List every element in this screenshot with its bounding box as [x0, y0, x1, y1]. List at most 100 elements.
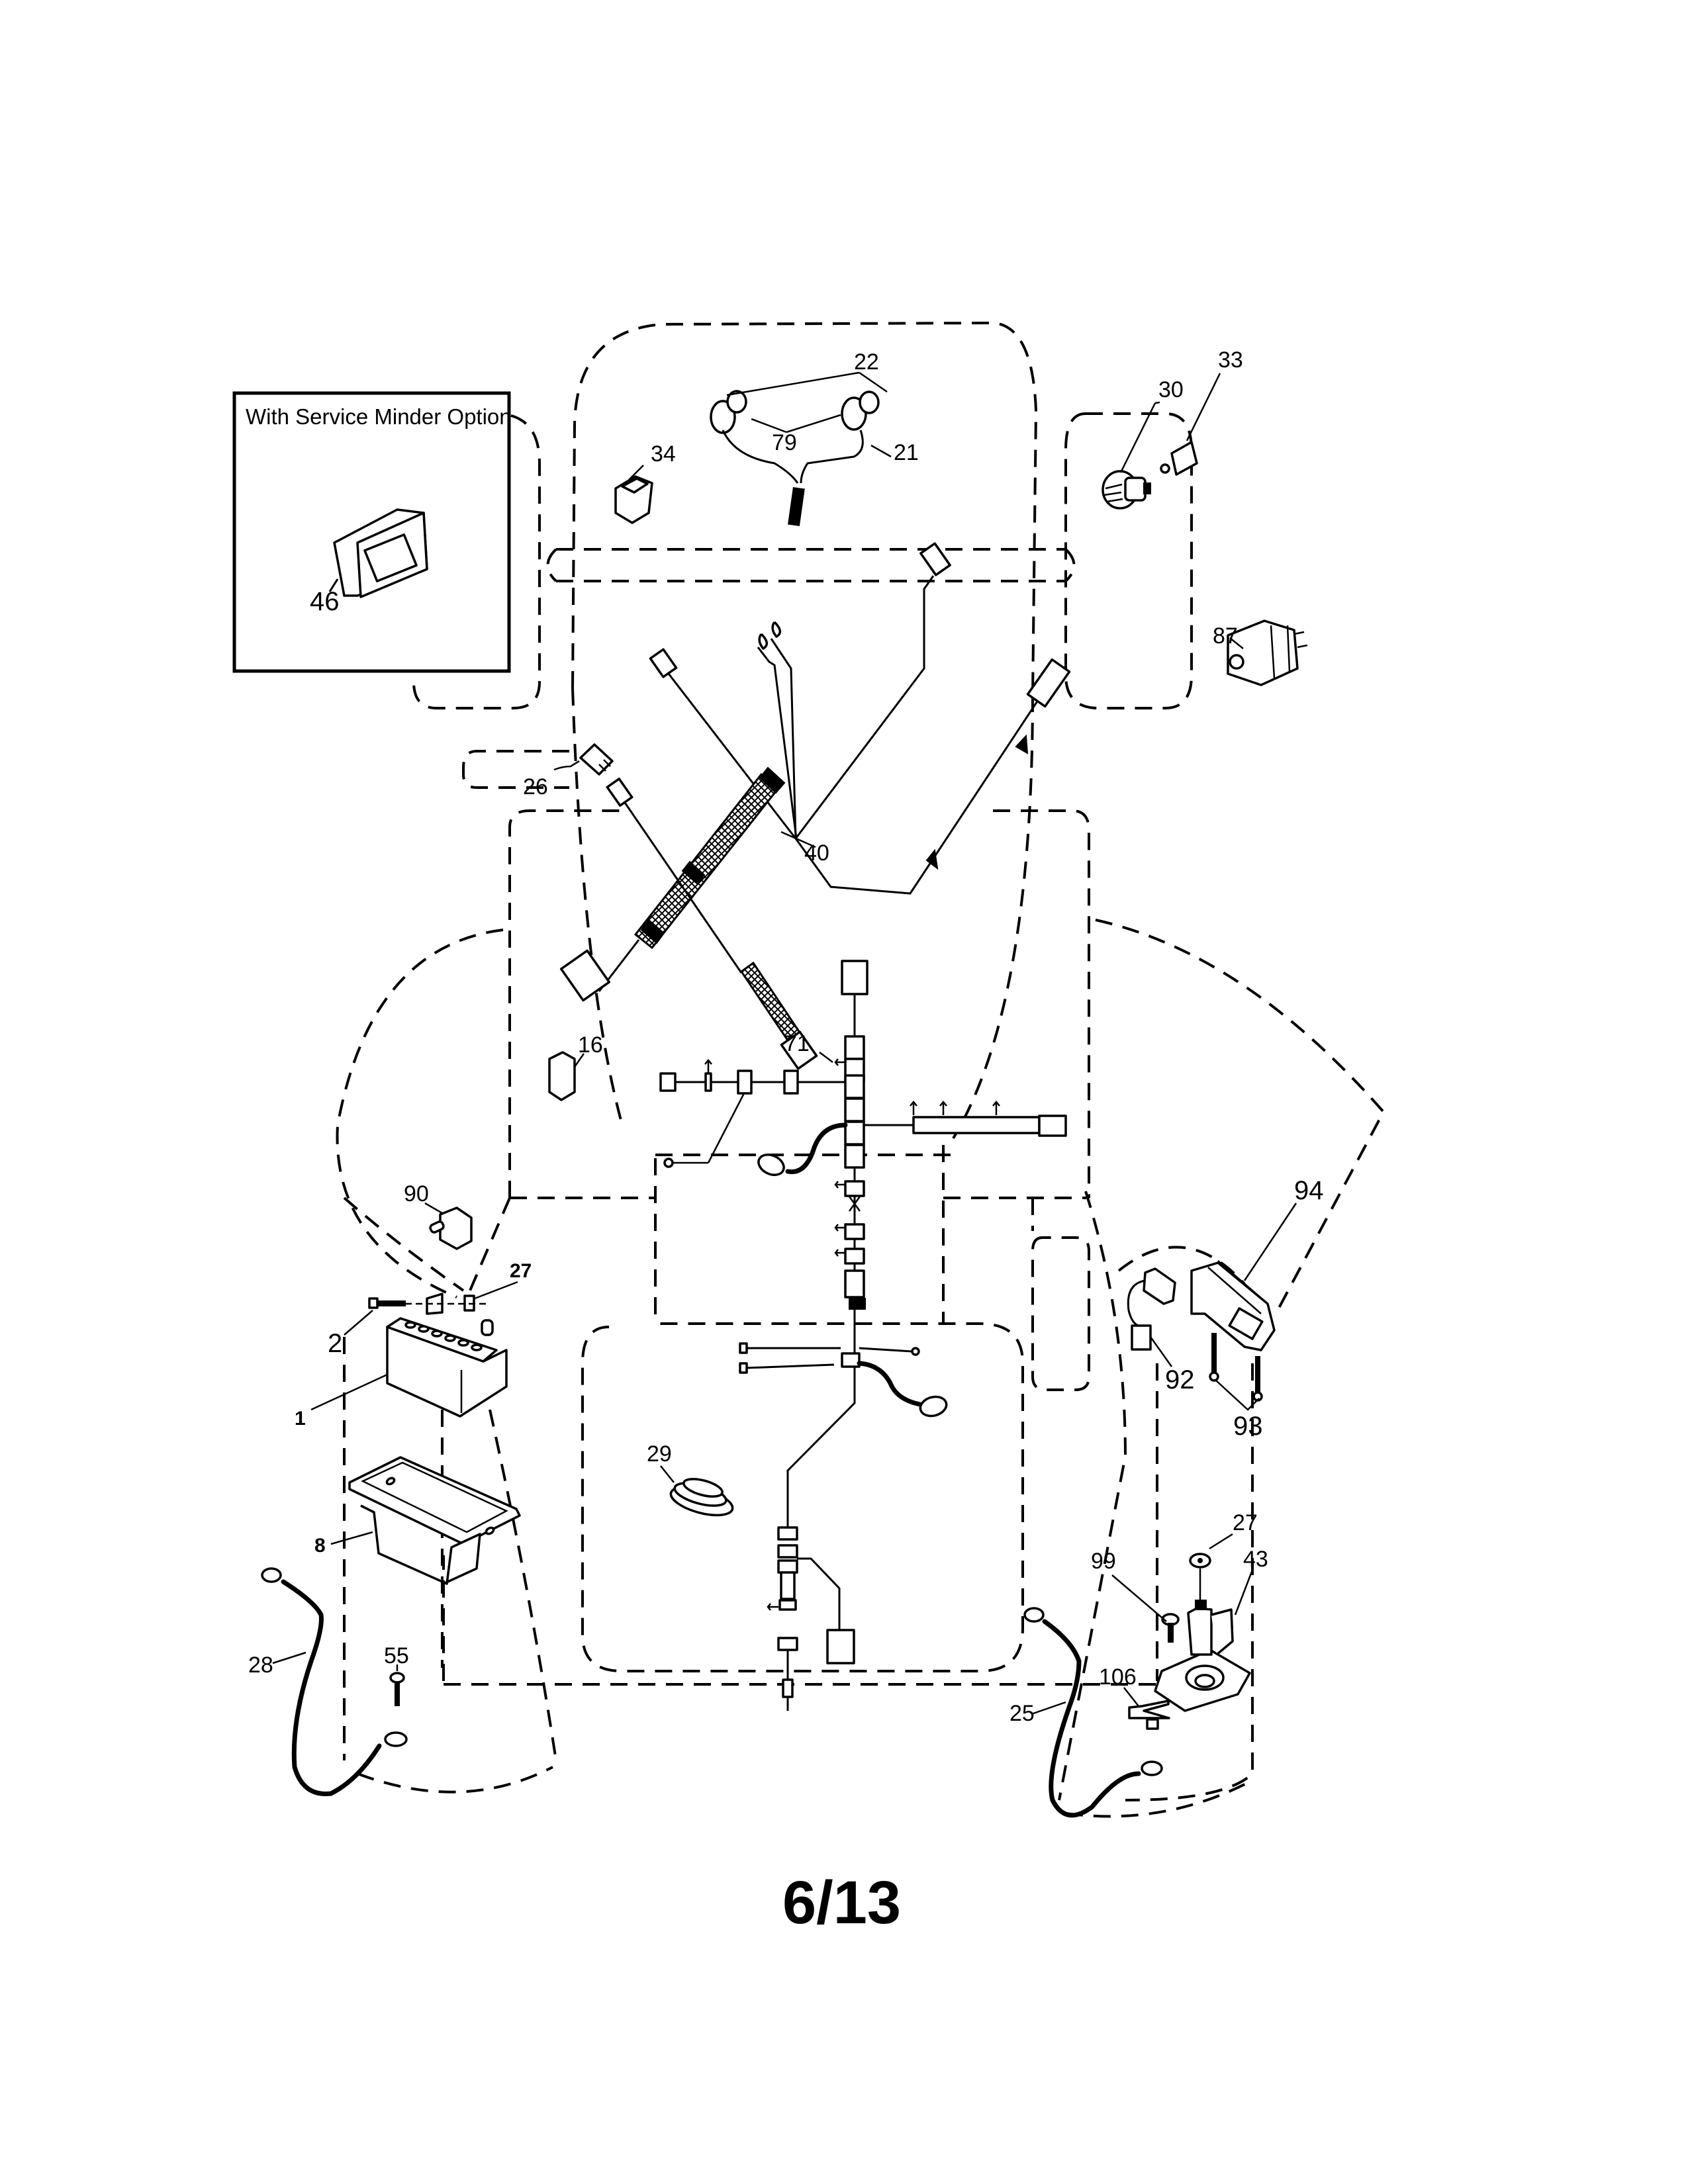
- arrow-clip-3: [834, 1224, 845, 1232]
- engine-harness-band: [849, 1298, 866, 1310]
- right-branch-sleeve: [912, 1116, 1041, 1134]
- leader-22a: [726, 371, 860, 396]
- ground-cable-group: 28 55: [248, 1567, 409, 1796]
- left-branch-sleeve-b: [783, 1069, 799, 1095]
- callout-46[interactable]: 46: [310, 587, 340, 616]
- ring-terminal-b: [758, 633, 768, 650]
- callout-25[interactable]: 25: [1009, 1701, 1035, 1726]
- seat-switch-icon: [429, 1206, 473, 1250]
- key-icon: [1160, 441, 1198, 476]
- callout-106[interactable]: 106: [1099, 1664, 1137, 1690]
- leader-106: [1123, 1687, 1139, 1707]
- grommet-icon: [669, 1478, 734, 1517]
- left-branch-end: [659, 1072, 677, 1092]
- leader-99: [1111, 1574, 1167, 1622]
- callout-2[interactable]: 2: [328, 1329, 342, 1358]
- lower-trunk-sleeves: [777, 1526, 798, 1651]
- right-branch-arrow-3: [992, 1101, 1000, 1115]
- battery-icon: [386, 1317, 508, 1418]
- dash-band-left-cap: [546, 548, 557, 582]
- callout-99[interactable]: 99: [1091, 1549, 1116, 1574]
- reverse-bracket-arc: [1117, 1246, 1246, 1285]
- relay-icon: [548, 1051, 576, 1101]
- callout-21[interactable]: 21: [894, 440, 919, 465]
- lower-trunk-wire: [786, 1370, 856, 1529]
- callout-93[interactable]: 93: [1233, 1412, 1263, 1441]
- callout-26[interactable]: 26: [523, 774, 548, 799]
- callout-29[interactable]: 29: [647, 1441, 672, 1467]
- leader-46: [328, 578, 339, 592]
- fuse-pod-outline: [462, 750, 569, 789]
- light-switch-icon: [614, 475, 653, 524]
- callout-87[interactable]: 87: [1213, 623, 1238, 649]
- arrow-clip-4: [834, 1249, 845, 1257]
- callout-8[interactable]: 8: [314, 1535, 326, 1557]
- headlight-assembly: 22 79 21 34: [614, 349, 919, 526]
- ignition-group: 30 33 87: [1102, 347, 1308, 686]
- engine-harness-clip-2: [844, 1223, 865, 1240]
- lower-branch-c-end: [911, 1347, 920, 1356]
- connector-d: [919, 542, 951, 576]
- trunk-band-top: [759, 766, 786, 794]
- callout-90[interactable]: 90: [404, 1181, 429, 1206]
- callout-71[interactable]: 71: [784, 1031, 810, 1056]
- callout-94[interactable]: 94: [1294, 1176, 1324, 1205]
- connector-cross-bottom: [780, 1030, 818, 1070]
- callout-55[interactable]: 55: [384, 1643, 409, 1668]
- ignition-switch-icon: [1102, 470, 1151, 510]
- callout-27-battery[interactable]: 27: [510, 1260, 532, 1282]
- ring-terminal-c: [771, 621, 781, 638]
- right-branch-arrow-2: [939, 1101, 947, 1115]
- fuse-icon: [579, 743, 614, 776]
- callout-16[interactable]: 16: [578, 1032, 603, 1058]
- leader-71: [819, 1052, 833, 1063]
- hood-lower-outline: [571, 688, 1034, 1140]
- callout-40[interactable]: 40: [804, 841, 829, 866]
- lower-arrow-clip: [767, 1603, 778, 1611]
- ground-cable-ring-bottom: [384, 1731, 408, 1747]
- ground-bolt-icon: [389, 1672, 405, 1706]
- frame-lower-box: [581, 1322, 1024, 1672]
- callout-27-solenoid[interactable]: 27: [1233, 1510, 1258, 1535]
- connector-cross-top: [606, 778, 633, 807]
- bulb-left: [726, 390, 747, 414]
- leader-30b: [1154, 401, 1160, 404]
- callout-28[interactable]: 28: [248, 1653, 273, 1678]
- page-number: 6/13: [782, 1869, 901, 1936]
- leader-79b: [786, 414, 841, 433]
- callout-30[interactable]: 30: [1158, 377, 1184, 402]
- callout-1[interactable]: 1: [295, 1408, 306, 1430]
- battery-column-bottom: [357, 1766, 553, 1794]
- service-minder-icon: [333, 508, 428, 598]
- leader-92: [1149, 1336, 1173, 1367]
- leader-26: [553, 760, 580, 771]
- arrow-clip-1: [834, 1058, 845, 1066]
- callout-33[interactable]: 33: [1218, 347, 1243, 373]
- leader-94: [1243, 1203, 1297, 1281]
- battery-clamp-icon: [426, 1293, 444, 1315]
- callout-43[interactable]: 43: [1243, 1547, 1268, 1572]
- leader-34: [628, 465, 644, 480]
- leader-30a: [1119, 402, 1156, 473]
- bolt-icon: [368, 1297, 406, 1309]
- callout-92[interactable]: 92: [1165, 1365, 1195, 1394]
- connector-a: [649, 648, 678, 678]
- inset-frame: [232, 391, 511, 673]
- harness-cross-sleeve: [739, 961, 802, 1042]
- battery-group: 2 1 27 8: [295, 1260, 532, 1585]
- solenoid-column-right: [1125, 1363, 1254, 1801]
- callout-34[interactable]: 34: [651, 441, 676, 467]
- leader-1: [310, 1373, 388, 1411]
- lower-ground-cable: [857, 1361, 923, 1407]
- ignition-pod-outline: [1064, 412, 1193, 709]
- lower-branch-b: [744, 1363, 835, 1369]
- connector-e: [1026, 658, 1071, 708]
- callout-22[interactable]: 22: [854, 349, 879, 375]
- callout-79[interactable]: 79: [772, 430, 797, 455]
- cable-25-ring-bottom: [1141, 1760, 1163, 1776]
- solenoid-column-left: [1031, 1191, 1127, 1801]
- harness-branch-d: [794, 575, 935, 839]
- reverse-switch-group: 92 93 94: [1127, 1176, 1324, 1441]
- leader-29: [660, 1465, 675, 1483]
